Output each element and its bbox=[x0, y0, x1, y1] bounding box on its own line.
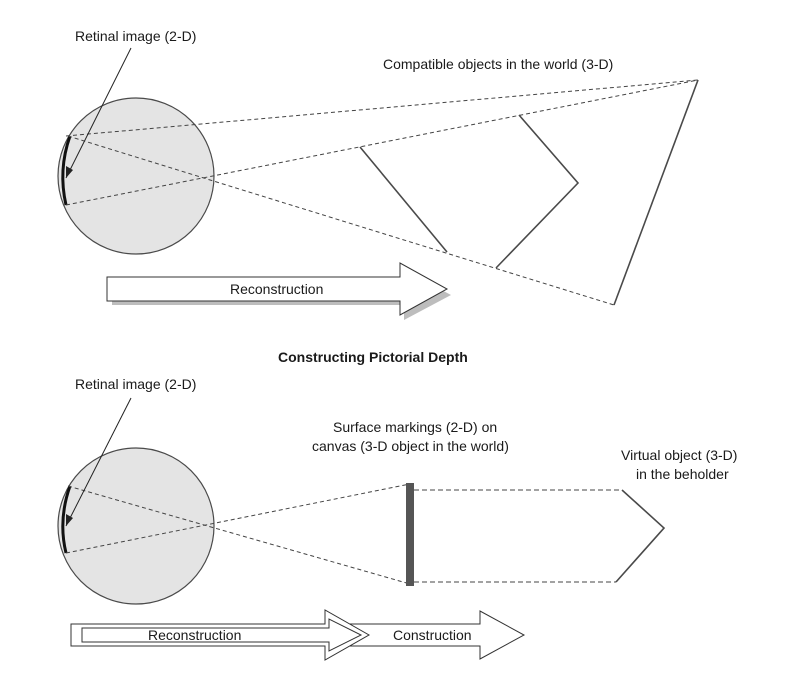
top-object-large bbox=[613, 79, 699, 306]
top-arrow-label: Reconstruction bbox=[230, 281, 323, 297]
top-reconstruction-arrow bbox=[106, 262, 449, 316]
top-object-small bbox=[359, 146, 448, 253]
virtual-label-line1: Virtual object (3-D) bbox=[621, 447, 737, 463]
top-object-medium bbox=[495, 114, 580, 269]
bottom-label-pointer bbox=[65, 397, 132, 527]
bottom-retina-arc bbox=[61, 485, 72, 554]
bottom-projection-line-lower bbox=[65, 483, 411, 554]
virtual-label-line2: in the beholder bbox=[636, 466, 729, 482]
top-projection-cross-a bbox=[67, 135, 615, 306]
surface-label-line2: canvas (3-D object in the world) bbox=[312, 438, 509, 454]
top-projection-line-upper bbox=[65, 79, 699, 137]
surface-label-line1: Surface markings (2-D) on bbox=[333, 419, 497, 435]
top-retinal-label: Retinal image (2-D) bbox=[75, 28, 196, 44]
top-world-label: Compatible objects in the world (3-D) bbox=[383, 56, 613, 72]
top-label-pointer bbox=[65, 47, 132, 179]
bottom-retinal-label: Retinal image (2-D) bbox=[75, 376, 196, 392]
bottom-panel: Retinal image (2-D) Surface markings (2-… bbox=[57, 376, 737, 661]
bottom-eye bbox=[57, 447, 215, 605]
top-eye bbox=[57, 97, 215, 255]
bottom-reconstruction-label: Reconstruction bbox=[148, 627, 241, 643]
canvas-surface bbox=[406, 483, 414, 586]
top-panel: Retinal image (2-D) Compatible objects i… bbox=[57, 28, 699, 320]
bottom-reconstruction-arrow-inner bbox=[81, 618, 363, 652]
top-retina-arc bbox=[61, 135, 72, 206]
top-projection-cross-b bbox=[65, 79, 699, 206]
top-label-pointer-head bbox=[66, 166, 73, 178]
section-title: Constructing Pictorial Depth bbox=[278, 349, 468, 365]
virtual-object-tip bbox=[615, 489, 666, 583]
bottom-projection-line-upper bbox=[67, 485, 411, 585]
bottom-label-pointer-head bbox=[66, 514, 73, 526]
construction-label: Construction bbox=[393, 627, 472, 643]
